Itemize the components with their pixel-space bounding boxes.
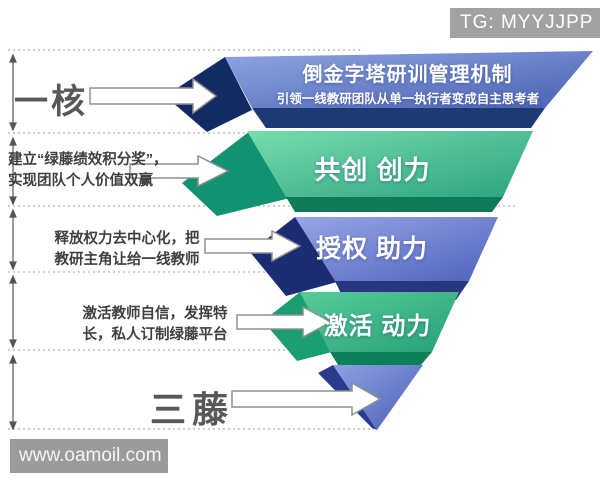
- layer-1-front-face: [225, 51, 593, 108]
- annotation-santeng-label: 三藤: [150, 389, 235, 430]
- dimension-arrows: [9, 53, 17, 431]
- annotation-empower-line1: 释放权力去中心化，把: [54, 231, 200, 247]
- layer-4-front-face: [300, 292, 459, 352]
- site-watermark: www.oamoil.com: [10, 439, 168, 473]
- annotation-cocreate-text: 建立“绿藤绩效积分奖”， 实现团队个人价值双赢: [8, 150, 208, 192]
- layer-3-front-face: [295, 217, 498, 281]
- arrow-right-icon-santeng: [231, 381, 382, 417]
- layer-1-title: 倒金字塔研训管理机制: [302, 64, 513, 86]
- arrow-right-icon-activate: [236, 305, 333, 339]
- annotation-activate-line2: 长，私人订制绿藤平台: [82, 327, 228, 343]
- annotation-cocreate-line2: 实现团队个人价值双赢: [8, 173, 153, 189]
- annotation-cocreate-line1: 建立“绿藤绩效积分奖”，: [8, 152, 168, 168]
- funnel-layer-2: [182, 131, 533, 216]
- arrow-right-icon-cocreate: [129, 154, 230, 188]
- annotation-core-label: 一核: [14, 83, 88, 121]
- layer-4-label: 激活 动力: [323, 313, 432, 340]
- layer-1-bottom-rim: [252, 108, 545, 128]
- annotation-empower-line2: 教研主角让给一线教师: [54, 252, 200, 268]
- layer-2-bottom-rim: [286, 197, 503, 212]
- annotation-activate-text: 激活教师自信，发挥特 长，私人订制绿藤平台: [74, 304, 236, 346]
- annotation-empower-text: 释放权力去中心化，把 教研主角让给一线教师: [46, 229, 208, 271]
- layer-4-bottom-rim: [330, 352, 432, 365]
- arrow-right-icon-empower: [204, 229, 302, 263]
- layer-2-front-face: [247, 131, 533, 197]
- callout-arrows: [89, 77, 382, 417]
- tg-watermark: TG: MYYJJPP: [450, 8, 600, 38]
- layer-1-subtitle: 引领一线教研团队从单一执行者变成自主思考者: [276, 92, 540, 106]
- annotation-activate-line1: 激活教师自信，发挥特: [82, 306, 228, 322]
- layer-2-label: 共创 创力: [314, 155, 431, 185]
- arrow-right-icon-core: [89, 77, 218, 115]
- layer-2-left-face: [182, 131, 290, 216]
- layer-3-label: 授权 助力: [316, 235, 428, 263]
